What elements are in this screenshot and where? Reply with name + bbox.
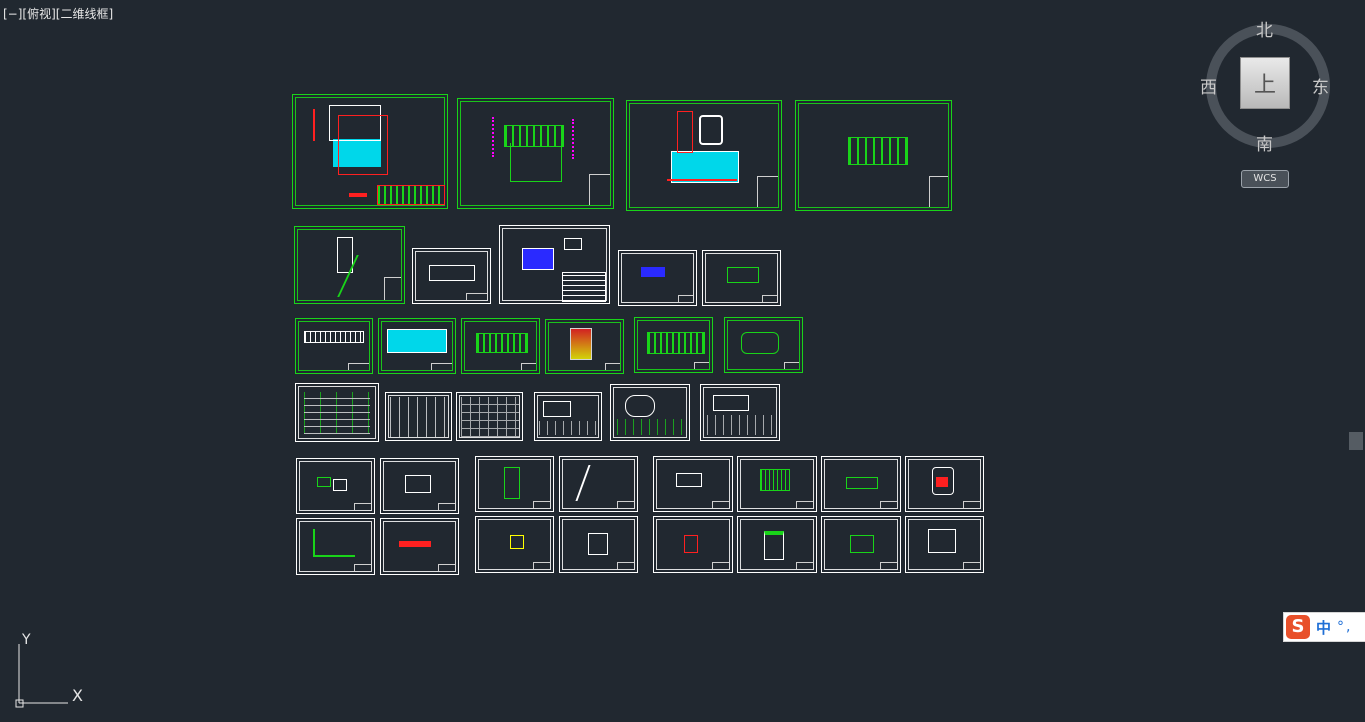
compass-east[interactable]: 东 <box>1312 78 1329 98</box>
drawing-sheet[interactable] <box>461 318 540 374</box>
drawing-sheet[interactable] <box>296 518 375 575</box>
drawing-sheet[interactable] <box>905 456 984 512</box>
drawing-sheet[interactable] <box>559 456 638 512</box>
vertical-scrollbar-thumb[interactable] <box>1349 432 1363 450</box>
drawing-sheet[interactable] <box>296 458 375 514</box>
drawing-sheet[interactable] <box>475 516 554 573</box>
viewcube-top-face[interactable]: 上 <box>1240 57 1290 109</box>
drawing-sheet[interactable] <box>294 226 405 304</box>
drawing-sheet[interactable] <box>534 392 602 441</box>
ucs-x-label: X <box>72 686 83 705</box>
drawing-sheet[interactable] <box>385 392 452 441</box>
drawing-sheet[interactable] <box>295 383 379 442</box>
viewcube[interactable]: 上 北 南 西 东 WCS <box>1198 14 1334 189</box>
drawing-sheet[interactable] <box>378 318 456 374</box>
wcs-menu-button[interactable]: WCS <box>1241 170 1289 188</box>
drawing-sheet[interactable] <box>626 100 782 211</box>
drawing-sheet[interactable] <box>737 456 817 512</box>
ime-logo-icon[interactable]: S <box>1286 615 1310 639</box>
drawing-sheet[interactable] <box>545 319 624 374</box>
compass-north[interactable]: 北 <box>1256 21 1273 41</box>
drawing-sheet[interactable] <box>295 318 373 374</box>
drawing-sheet[interactable] <box>457 98 614 209</box>
drawing-sheet[interactable] <box>724 317 803 373</box>
drawing-sheet[interactable] <box>821 516 901 573</box>
viewcube-compass-ring[interactable] <box>1206 24 1330 148</box>
drawing-sheet[interactable] <box>412 248 491 304</box>
viewport-controls-label[interactable]: [−][俯视][二维线框] <box>3 7 114 21</box>
drawing-sheet[interactable] <box>700 384 780 441</box>
drawing-sheet[interactable] <box>618 250 697 306</box>
compass-west[interactable]: 西 <box>1200 78 1217 98</box>
ime-toolbar[interactable]: S 中 °, <box>1283 612 1365 642</box>
drawing-sheet[interactable] <box>795 100 952 211</box>
drawing-sheet[interactable] <box>499 225 610 304</box>
ime-mode-toggle[interactable]: 中 <box>1316 618 1332 637</box>
drawing-sheet[interactable] <box>905 516 984 573</box>
drawing-sheet[interactable] <box>380 458 459 514</box>
drawing-sheet[interactable] <box>653 516 733 573</box>
drawing-sheet[interactable] <box>610 384 690 441</box>
ucs-icon: Y X <box>10 632 90 712</box>
drawing-sheet[interactable] <box>821 456 901 512</box>
drawing-sheet[interactable] <box>653 456 733 512</box>
drawing-sheet[interactable] <box>475 456 554 512</box>
ucs-y-label: Y <box>22 632 31 648</box>
drawing-sheet[interactable] <box>702 250 781 306</box>
ime-punctuation-toggle[interactable]: °, <box>1337 619 1353 635</box>
drawing-sheet[interactable] <box>380 518 459 575</box>
compass-south[interactable]: 南 <box>1256 135 1273 155</box>
drawing-sheet[interactable] <box>456 392 523 441</box>
drawing-sheet[interactable] <box>634 317 713 373</box>
drawing-sheet[interactable] <box>737 516 817 573</box>
drawing-sheet[interactable] <box>559 516 638 573</box>
drawing-sheet[interactable] <box>292 94 448 209</box>
